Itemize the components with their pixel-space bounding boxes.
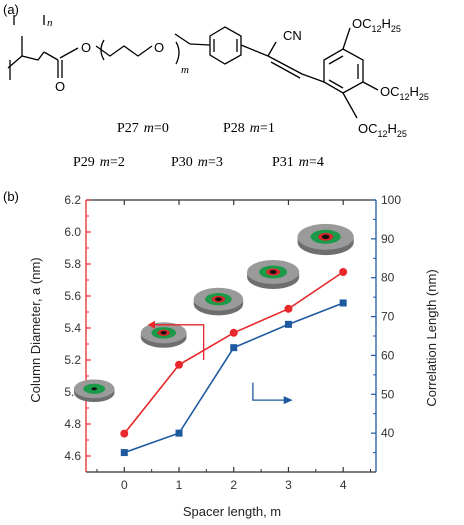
columnar-disk-icon xyxy=(297,223,354,256)
alkoxy-label-3: OC12H25 xyxy=(358,121,407,139)
columnar-disk-icon xyxy=(247,260,300,289)
right-arrow-shaft xyxy=(252,382,286,401)
panel-b-label: (b) xyxy=(3,189,19,204)
right-axis-indicator-arrow xyxy=(252,382,293,405)
panel-a-label: (a) xyxy=(3,2,19,17)
data-point-correlation-length xyxy=(230,344,238,352)
y-right-tick-label: 60 xyxy=(381,348,395,362)
alkoxy-label-2: OC12H25 xyxy=(380,84,429,102)
x-tick-label: 1 xyxy=(176,478,183,492)
ether-oxygen: O xyxy=(154,40,164,55)
data-point-correlation-length xyxy=(284,320,292,328)
data-point-column-diameter xyxy=(120,429,129,438)
disk-core xyxy=(160,331,167,335)
y-left-tick-label: 4.6 xyxy=(64,449,81,463)
disk-core xyxy=(321,234,330,239)
alkoxy-label-1: OC12H25 xyxy=(352,16,401,34)
data-point-correlation-length xyxy=(175,429,183,437)
y-left-tick-label: 5.4 xyxy=(64,321,81,335)
data-point-correlation-length xyxy=(120,449,128,457)
y-right-tick-label: 70 xyxy=(381,310,395,324)
left-arrow-shaft xyxy=(152,324,205,360)
spacer-subscript: m xyxy=(181,64,189,76)
structure-bonds xyxy=(7,15,379,119)
y-left-tick-label: 6.2 xyxy=(64,193,81,207)
structure-labels: n O O O m CN OC12H25 OC12H25 OC12H25 xyxy=(47,16,429,139)
y-right-tick-label: 50 xyxy=(381,387,395,401)
y-axis-right-label: Correlation Length (nm) xyxy=(424,269,439,406)
right-arrow-head xyxy=(283,396,293,405)
carbonyl-oxygen: O xyxy=(55,79,65,94)
columnar-disk-icon xyxy=(140,322,187,348)
columnar-disk-icon xyxy=(193,287,244,316)
y-left-tick-label: 5.8 xyxy=(64,257,81,271)
y-right-tick-label: 80 xyxy=(381,271,395,285)
left-arrow-head xyxy=(147,320,155,329)
columnar-disk-icon xyxy=(73,379,115,403)
y-left-tick-label: 5.6 xyxy=(64,289,81,303)
cyano-label: CN xyxy=(283,28,302,43)
y-axis-left-label: Column Diameter, a (nm) xyxy=(28,257,43,402)
chart: Column Diameter, a (nm) Correlation Leng… xyxy=(28,193,439,519)
x-tick-label: 2 xyxy=(230,478,237,492)
y-left-tick-label: 6.0 xyxy=(64,225,81,239)
x-tick-label: 3 xyxy=(285,478,292,492)
data-point-column-diameter xyxy=(229,328,238,337)
y-right-tick-label: 100 xyxy=(381,193,401,207)
backbone-subscript: n xyxy=(47,17,53,29)
y-right-tick-label: 90 xyxy=(381,232,395,246)
x-tick-label: 0 xyxy=(121,478,128,492)
y-right-tick-label: 40 xyxy=(381,426,395,440)
data-point-column-diameter xyxy=(175,360,184,369)
disk-core xyxy=(215,297,222,302)
left-axis-indicator-arrow xyxy=(147,320,205,360)
data-point-column-diameter xyxy=(284,304,293,313)
ester-oxygen: O xyxy=(81,40,91,55)
x-tick-label: 4 xyxy=(340,478,347,492)
disk-core xyxy=(91,387,97,391)
data-point-correlation-length xyxy=(339,299,347,307)
panel-a: (a) xyxy=(3,2,429,170)
y-left-tick-label: 4.8 xyxy=(64,417,81,431)
disk-core xyxy=(269,270,277,274)
x-axis-label: Spacer length, m xyxy=(183,504,281,519)
data-point-column-diameter xyxy=(339,268,348,276)
y-left-tick-label: 5.2 xyxy=(64,353,81,367)
